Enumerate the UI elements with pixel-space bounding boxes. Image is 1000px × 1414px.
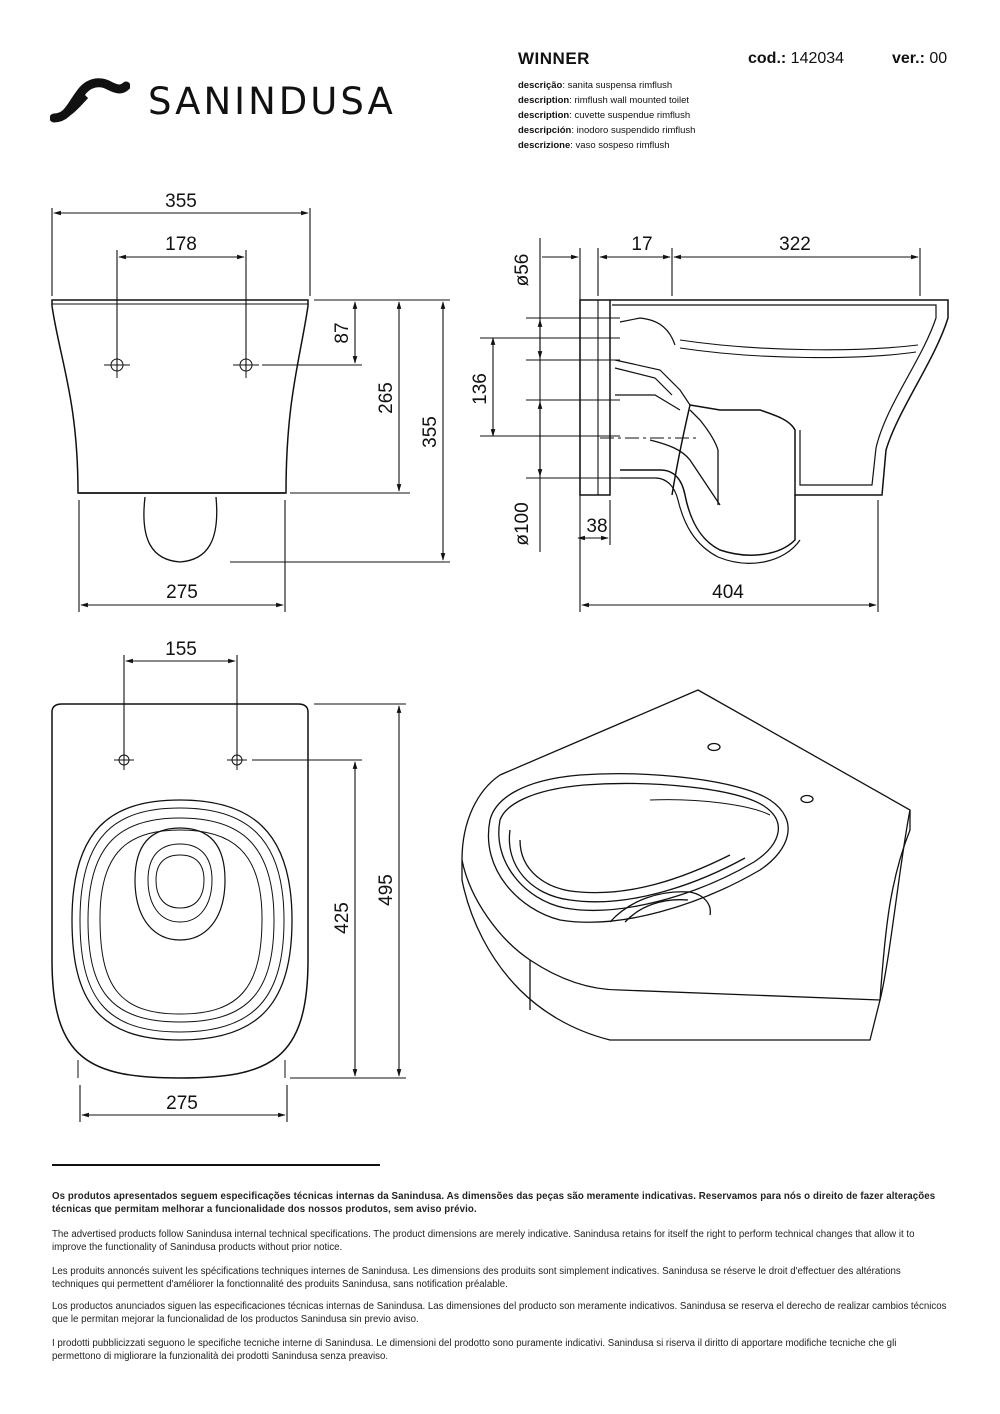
- disclaimer-fr: Les produits annoncés suivent les spécif…: [52, 1266, 901, 1290]
- dim-side-inlet-height: 136: [470, 373, 491, 405]
- description-text: : cuvette suspendue rimflush: [569, 110, 691, 121]
- dim-front-fixing-height: 87: [332, 322, 353, 343]
- dim-side-outlet-diameter: ø100: [512, 502, 533, 545]
- code-label: cod.:: [748, 50, 787, 67]
- dim-front-width-top: 355: [165, 191, 197, 212]
- description-fr: description: cuvette suspendue rimflush: [518, 108, 690, 123]
- description-label: descripción: [518, 125, 572, 136]
- brand-name: SANINDUSA: [148, 80, 396, 123]
- dim-front-total-height: 355: [420, 416, 441, 448]
- description-label: descrizione: [518, 140, 571, 151]
- technical-drawings: 355 178 87 265 355 275 ø56 17 322 136 ø1…: [51, 191, 949, 1122]
- dim-front-width-bottom: 275: [166, 582, 198, 603]
- description-label: description: [518, 95, 570, 106]
- perspective-view-drawing: [461, 689, 911, 1041]
- version-value: 00: [929, 50, 948, 67]
- dim-top-width: 275: [166, 1093, 198, 1114]
- description-text: : inodoro suspendido rimflush: [571, 125, 696, 136]
- version-label: ver.:: [892, 50, 925, 67]
- dim-top-fixing-spacing: 155: [165, 639, 197, 660]
- disclaimer-es: Los productos anunciados siguen las espe…: [52, 1301, 947, 1325]
- disclaimer-pt: Os produtos apresentados seguem especifi…: [52, 1191, 936, 1215]
- disclaimer-en: The advertised products follow Sanindusa…: [52, 1229, 915, 1253]
- description-en: description: rimflush wall mounted toile…: [518, 93, 689, 108]
- description-it: descrizione: vaso sospeso rimflush: [518, 138, 670, 153]
- dim-front-fixing-spacing: 178: [165, 234, 197, 255]
- description-label: descrição: [518, 80, 563, 91]
- dim-side-outlet-offset: 38: [586, 516, 607, 537]
- dim-side-total-depth: 404: [712, 582, 744, 603]
- description-text: : rimflush wall mounted toilet: [569, 95, 690, 106]
- product-name: WINNER: [518, 49, 590, 68]
- product-code: cod.: 142034: [748, 50, 844, 68]
- side-section-drawing: [480, 238, 949, 612]
- top-view-drawing: [51, 655, 406, 1122]
- dim-side-inlet-diameter: ø56: [512, 254, 533, 287]
- description-label: description: [518, 110, 570, 121]
- description-pt: descrição: sanita suspensa rimflush: [518, 78, 672, 93]
- description-text: : vaso sospeso rimflush: [570, 140, 670, 151]
- front-view-drawing: [51, 208, 450, 612]
- dim-front-body-height: 265: [376, 382, 397, 414]
- footer-divider: [52, 1164, 380, 1166]
- description-text: : sanita suspensa rimflush: [562, 80, 673, 91]
- disclaimer-it: I prodotti pubblicizzati seguono le spec…: [52, 1338, 897, 1362]
- brand-logo-icon: [50, 78, 130, 123]
- code-value: 142034: [790, 50, 845, 67]
- dim-top-bowl-length: 425: [332, 902, 353, 934]
- product-version: ver.: 00: [892, 50, 947, 68]
- dim-side-bowl-depth: 322: [779, 234, 811, 255]
- description-es: descripción: inodoro suspendido rimflush: [518, 123, 695, 138]
- dim-side-inlet-offset: 17: [631, 234, 652, 255]
- dim-top-total-length: 495: [376, 874, 397, 906]
